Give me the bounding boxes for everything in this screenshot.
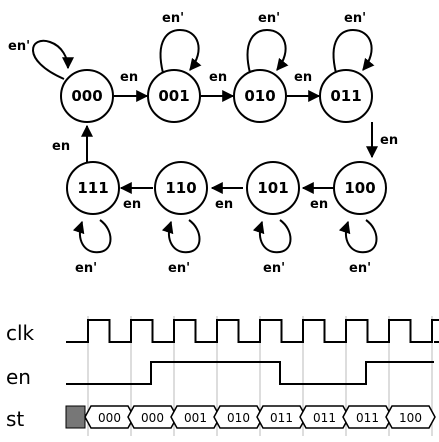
transition-label-100-101: en (310, 197, 328, 212)
state-100: 100 (333, 161, 387, 215)
self-loop-label-110: en' (168, 261, 190, 276)
self-loop-110 (161, 219, 201, 254)
st-segment (385, 405, 436, 429)
self-loop-111 (72, 219, 112, 254)
self-loop-010 (246, 28, 289, 74)
self-loop-label-111: en' (75, 261, 97, 276)
transition-label-011-100: en (380, 133, 398, 148)
st-value-label: 000 (98, 411, 121, 425)
state-101-label: 101 (257, 179, 288, 197)
st-value-label: 011 (270, 411, 293, 425)
state-101: 101 (246, 161, 300, 215)
self-loop-label-100: en' (349, 261, 371, 276)
state-111-label: 111 (77, 179, 108, 197)
transition-label-110-111: en (123, 197, 141, 212)
self-loop-101 (252, 219, 292, 254)
state-100-label: 100 (344, 179, 375, 197)
state-001: 001 (147, 69, 201, 123)
transition-label-001-010: en (209, 70, 227, 85)
self-loop-label-001: en' (162, 11, 184, 26)
self-loop-label-011: en' (344, 11, 366, 26)
self-loop-100 (338, 219, 378, 254)
state-110: 110 (154, 161, 208, 215)
st-value-label: 010 (227, 411, 250, 425)
signal-label-en: en (6, 365, 31, 389)
state-011: 011 (319, 69, 373, 123)
self-loop-label-101: en' (263, 261, 285, 276)
st-unknown-segment (65, 405, 86, 429)
signal-label-clk: clk (6, 321, 35, 345)
transition-label-010-011: en (294, 70, 312, 85)
state-011-label: 011 (330, 87, 361, 105)
state-000-label: 000 (71, 87, 102, 105)
st-value-label: 011 (356, 411, 379, 425)
transition-label-111-000: en (52, 139, 70, 154)
self-loop-label-000: en' (8, 39, 30, 54)
transition-label-000-001: en (120, 70, 138, 85)
self-loop-011 (332, 28, 375, 74)
state-010-label: 010 (244, 87, 275, 105)
state-001-label: 001 (158, 87, 189, 105)
self-loop-000 (32, 39, 74, 80)
signal-label-st: st (6, 407, 24, 431)
transition-label-101-110: en (215, 197, 233, 212)
timing-diagram: clk en st 000 000 001 010 011 011 011 100 (6, 316, 439, 436)
state-000: 000 (60, 69, 114, 123)
state-010: 010 (233, 69, 287, 123)
state-111: 111 (66, 161, 120, 215)
st-value-label: 000 (141, 411, 164, 425)
state-110-label: 110 (165, 179, 196, 197)
self-loop-001 (159, 28, 202, 74)
st-value-label: 100 (399, 411, 422, 425)
st-value-label: 001 (184, 411, 207, 425)
clk-waveform (66, 319, 439, 343)
en-waveform (66, 361, 434, 385)
st-value-label: 011 (313, 411, 336, 425)
self-loop-label-010: en' (258, 11, 280, 26)
